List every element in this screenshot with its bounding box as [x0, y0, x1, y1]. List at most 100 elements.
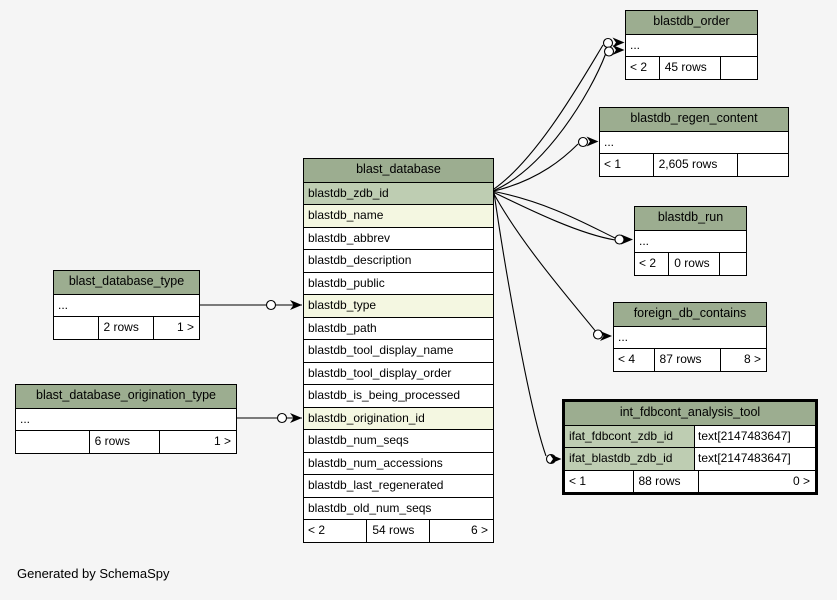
column-type: text[2147483647]: [698, 428, 791, 443]
cardinality-circle: [276, 412, 288, 424]
footer-rowcount: 2 rows: [97, 317, 153, 339]
edge-line: [493, 190, 616, 239]
edge-line: [493, 143, 579, 192]
footer-rowcount: 2,605 rows: [652, 154, 738, 176]
table-header-int-fdbcont-analysis-tool[interactable]: int_fdbcont_analysis_tool: [565, 402, 815, 425]
footer-rowcount: 88 rows: [632, 470, 698, 492]
cardinality-circle: [614, 234, 625, 245]
table-blast-database-type: blast_database_type ... 2 rows 1 >: [53, 270, 200, 340]
arrowhead-marker: [612, 37, 625, 48]
footer-parents: < 2: [639, 256, 657, 270]
arrowhead-marker: [549, 454, 562, 464]
edge-blast-database-to-blastdb-run-2: [493, 192, 633, 245]
cardinality-circle: [602, 37, 614, 49]
hidden-columns-ellipsis: ...: [614, 325, 766, 349]
table-foreign-db-contains: foreign_db_contains ... < 4 87 rows 8 >: [613, 302, 767, 372]
column-blastdb-zdb-id[interactable]: blastdb_zdb_id: [304, 181, 493, 204]
column-name: ifat_fdbcont_zdb_id: [565, 425, 695, 447]
footer-children: 6 >: [428, 520, 493, 542]
table-header-foreign-db-contains[interactable]: foreign_db_contains: [614, 303, 766, 326]
edge-origination-to-blast-database: [237, 412, 302, 424]
table-blastdb-regen-content: blastdb_regen_content ... < 1 2,605 rows: [599, 107, 789, 177]
footer-parents: [16, 431, 89, 453]
table-footer: < 1 88 rows 0 >: [565, 469, 816, 492]
edge-line: [493, 52, 607, 192]
column-blastdb-last-regenerated[interactable]: blastdb_last_regenerated: [304, 474, 493, 497]
footer-children: 0 >: [697, 470, 816, 492]
footer-children: 1 >: [152, 317, 199, 339]
footer-parents: < 4: [618, 352, 636, 366]
arrowhead-marker: [290, 413, 302, 423]
column-blastdb-origination-id[interactable]: blastdb_origination_id: [304, 406, 493, 429]
hidden-columns-ellipsis: ...: [635, 229, 746, 253]
table-int-fdbcont-analysis-tool: int_fdbcont_analysis_tool ifat_fdbcont_z…: [562, 399, 818, 495]
arrowhead-marker: [600, 331, 612, 341]
footer-children: 8 >: [720, 349, 766, 371]
footer-rowcount: 45 rows: [658, 57, 721, 79]
edge-blast-database-to-blastdb-run-1: [493, 190, 616, 239]
hidden-columns-ellipsis: ...: [54, 293, 199, 317]
edge-blast-database-to-blastdb-regen-content: [493, 136, 599, 192]
arrowhead-marker: [586, 136, 599, 147]
table-header-blast-database-origination-type[interactable]: blast_database_origination_type: [16, 385, 236, 408]
table-footer: 6 rows 1 >: [16, 430, 236, 453]
edge-line: [493, 44, 604, 190]
table-blast-database-origination-type: blast_database_origination_type ... 6 ro…: [15, 384, 237, 454]
cardinality-circle: [265, 299, 277, 311]
table-blast-database: blast_database blastdb_zdb_id blastdb_na…: [303, 158, 494, 543]
table-header-blastdb-order[interactable]: blastdb_order: [626, 11, 757, 34]
cardinality-circle: [577, 136, 589, 148]
footer-rowcount: 0 rows: [668, 253, 719, 275]
footer-rowcount: 87 rows: [653, 349, 721, 371]
column-row-ifat-blastdb-zdb-id[interactable]: ifat_blastdb_zdb_id text[2147483647]: [565, 447, 815, 470]
column-blastdb-num-seqs[interactable]: blastdb_num_seqs: [304, 429, 493, 452]
table-footer: 2 rows 1 >: [54, 316, 199, 339]
arrowhead-marker: [621, 234, 633, 245]
footer-children: [720, 57, 757, 79]
footer-parents: < 1: [604, 157, 622, 171]
edge-line: [493, 192, 616, 241]
column-blastdb-is-being-processed[interactable]: blastdb_is_being_processed: [304, 384, 493, 407]
column-blastdb-tool-display-name[interactable]: blastdb_tool_display_name: [304, 339, 493, 362]
column-blastdb-old-num-seqs[interactable]: blastdb_old_num_seqs: [304, 496, 493, 520]
footer-parents: < 1: [569, 473, 587, 488]
cardinality-circle: [592, 329, 604, 340]
edge-type-to-blast-database: [200, 299, 302, 311]
column-blastdb-type[interactable]: blastdb_type: [304, 294, 493, 317]
footer-rowcount: 6 rows: [88, 431, 159, 453]
table-blastdb-run: blastdb_run ... < 2 0 rows: [634, 206, 747, 276]
column-blastdb-name[interactable]: blastdb_name: [304, 204, 493, 227]
edge-line: [493, 192, 547, 457]
footer-children: [719, 253, 746, 275]
column-blastdb-path[interactable]: blastdb_path: [304, 316, 493, 340]
footer-parents: < 2: [308, 523, 326, 537]
cardinality-circle: [603, 46, 615, 57]
column-blastdb-public[interactable]: blastdb_public: [304, 271, 493, 295]
hidden-columns-ellipsis: ...: [16, 407, 236, 431]
table-footer: < 2 54 rows 6 >: [304, 519, 493, 542]
arrowhead-marker: [290, 300, 302, 310]
column-blastdb-description[interactable]: blastdb_description: [304, 249, 493, 272]
footer-children: [737, 154, 788, 176]
table-blastdb-order: blastdb_order ... < 2 45 rows: [625, 10, 758, 80]
arrowhead-marker: [612, 45, 625, 55]
column-row-ifat-fdbcont-zdb-id[interactable]: ifat_fdbcont_zdb_id text[2147483647]: [565, 424, 815, 447]
edge-blast-database-to-int-fdbcont-analysis-tool: [493, 192, 562, 465]
column-blastdb-num-accessions[interactable]: blastdb_num_accessions: [304, 451, 493, 475]
table-footer: < 4 87 rows 8 >: [614, 348, 766, 371]
table-header-blast-database[interactable]: blast_database: [304, 159, 493, 182]
footer-children: 1 >: [158, 431, 236, 453]
table-footer: < 1 2,605 rows: [600, 153, 788, 176]
table-header-blastdb-regen-content[interactable]: blastdb_regen_content: [600, 108, 788, 131]
footer-rowcount: 54 rows: [366, 520, 428, 542]
table-header-blastdb-run[interactable]: blastdb_run: [635, 207, 746, 230]
hidden-columns-ellipsis: ...: [626, 33, 757, 57]
generated-by-note: Generated by SchemaSpy: [17, 566, 170, 581]
column-blastdb-tool-display-order[interactable]: blastdb_tool_display_order: [304, 361, 493, 385]
edge-blast-database-to-foreign-db-contains: [493, 193, 612, 341]
footer-parents: < 2: [630, 60, 648, 74]
column-blastdb-abbrev[interactable]: blastdb_abbrev: [304, 226, 493, 250]
cardinality-circle: [545, 453, 557, 465]
table-header-blast-database-type[interactable]: blast_database_type: [54, 271, 199, 294]
